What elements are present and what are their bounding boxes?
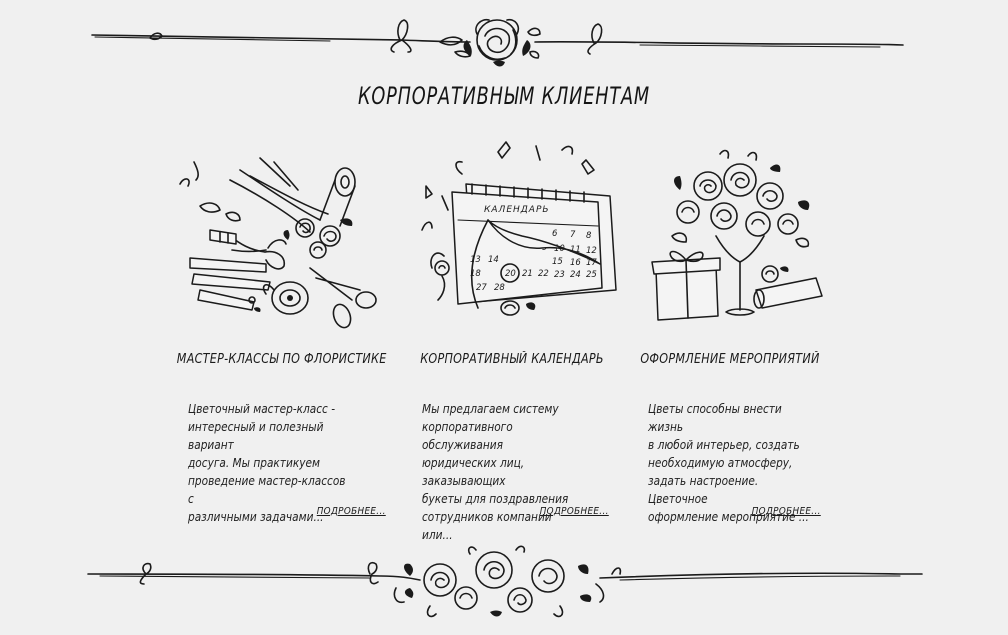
card-heading: ОФОРМЛЕНИЕ МЕРОПРИЯТИЙ (640, 352, 820, 367)
card-text-line: различными задачами... (188, 510, 324, 524)
calendar-day: 24 (570, 270, 581, 280)
calendar-day: 22 (538, 269, 549, 279)
calendar-day: 25 (586, 270, 597, 280)
card-text-line: юридических лиц, заказывающих (422, 456, 525, 488)
calendar-day: 27 (476, 283, 487, 293)
calendar-day: 10 (554, 244, 565, 254)
card-text-line: в любой интерьер, создать (648, 438, 800, 452)
card-description: Цветы способны внести жизнь в любой инте… (648, 400, 811, 526)
card-text-line: букеты для поздравления (422, 492, 569, 506)
calendar-day: 21 (522, 269, 533, 279)
rose-vine-divider-icon (91, 18, 904, 67)
calendar-title: КАЛЕНДАРЬ (484, 205, 550, 215)
flower-garland-divider-icon (87, 545, 923, 618)
calendar-day: 8 (586, 231, 592, 241)
card-text-line: Цветочный мастер-класс - (188, 402, 336, 416)
calendar-day: 7 (570, 230, 576, 240)
calendar-day: 14 (488, 255, 499, 265)
calendar-day: 23 (554, 270, 565, 280)
calendar-day: 12 (586, 246, 597, 256)
card-text-line: оформление мероприятие ... (648, 510, 809, 524)
calendar-day: 16 (570, 258, 581, 268)
calendar-day: 15 (552, 257, 563, 267)
card-text-line: досуга. Мы практикуем (188, 456, 320, 470)
calendar-day: 13 (470, 255, 481, 265)
read-more-link[interactable]: ПОДРОБНЕЕ... (751, 506, 821, 517)
card-text-line: Цветы способны внести жизнь (648, 402, 782, 434)
card-text-line: необходимую атмосферу, (648, 456, 793, 470)
calendar-day: 18 (470, 269, 481, 279)
card-heading: КОРПОРАТИВНЫЙ КАЛЕНДАРЬ (420, 352, 604, 367)
card-text-line: сотрудников компании или... (422, 510, 552, 542)
card-description: Цветочный мастер-класс - интересный и по… (188, 400, 351, 526)
floristry-tools-icon (179, 157, 377, 329)
card-text-line: Мы предлагаем систему (422, 402, 559, 416)
card-text-line: задать настроение. Цветочное (648, 474, 759, 506)
card-description: Мы предлагаем систему корпоративного обс… (422, 400, 585, 544)
card-heading: МАСТЕР-КЛАССЫ ПО ФЛОРИСТИКЕ (176, 352, 387, 367)
page-title: КОРПОРАТИВНЫМ КЛИЕНТАМ (358, 82, 650, 110)
read-more-link[interactable]: ПОДРОБНЕЕ... (316, 506, 386, 517)
card-text-line: интересный и полезный вариант (188, 420, 324, 452)
card-text-line: корпоративного обслуживания (422, 420, 513, 452)
read-more-link[interactable]: ПОДРОБНЕЕ... (539, 506, 609, 517)
calendar-day: 28 (494, 283, 505, 293)
calendar-day: 20 (505, 269, 516, 279)
calendar-day: 6 (552, 229, 558, 239)
calendar-day: 17 (586, 258, 597, 268)
card-text-line: проведение мастер-классов с (188, 474, 346, 506)
calendar-icon: КАЛЕНДАРЬ 6 7 8 9 10 11 12 13 14 15 16 1… (421, 141, 617, 316)
calendar-day: 11 (570, 245, 581, 255)
bouquet-gift-icon (651, 149, 823, 321)
